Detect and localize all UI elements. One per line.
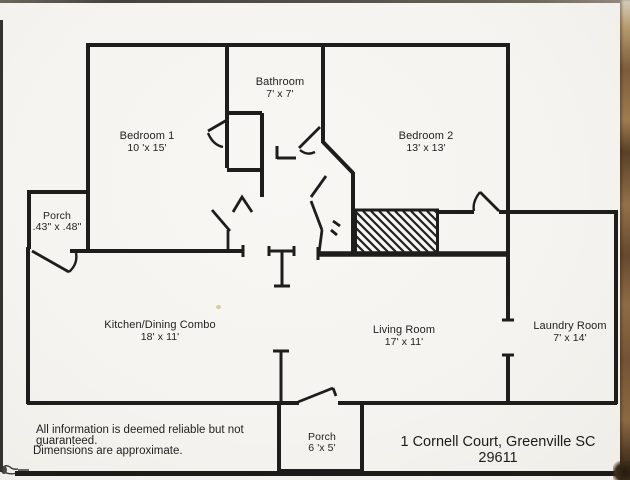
room-name: Living Room [372,324,436,336]
room-label-porch-bottom: Porch 6 'x 5' [282,432,362,454]
room-name: Bedroom 1 [119,130,175,142]
room-name: Laundry Room [533,320,607,332]
room-dims: 13' x 13' [406,141,446,154]
room-label-laundry: Laundry Room 7' x 14' [510,320,630,344]
disclaimer-text: All information is deemed reliable but n… [33,424,303,457]
room-name: Kitchen/Dining Combo [104,319,216,331]
scan-edge-right [620,0,630,480]
room-dims: .43" x .48" [32,221,82,233]
room-label-kitchen: Kitchen/Dining Combo 18' x 11' [80,319,240,343]
room-label-bathroom: Bathroom 7' x 7' [230,76,330,100]
room-label-bedroom2: Bedroom 2 13' x 13' [366,130,486,154]
scan-edge-top [0,0,630,3]
walls-layer [26,43,618,473]
scan-corner-blot [613,461,630,480]
scan-edge-left [0,20,3,472]
room-dims: 7' x 14' [553,331,587,344]
doors-layer [31,118,500,404]
scan-edge-bottom [15,471,622,476]
hatched-wall-area [354,208,439,256]
door-leaves [31,118,500,404]
room-name: Bedroom 2 [398,130,454,142]
disclaimer-line2: Dimensions are approximate. [33,445,183,457]
door-swing-arcs [68,132,481,273]
room-dims: 17' x 11' [384,335,424,348]
room-label-living: Living Room 17' x 11' [344,324,464,348]
room-name: Porch [43,210,71,222]
wall-caps-and-jambs [241,146,514,403]
room-label-porch-left: Porch .43" x .48" [17,211,97,233]
room-dims: 10 'x 15' [127,141,167,154]
room-name: Bathroom [255,76,305,88]
room-dims: 18' x 11' [140,330,180,343]
room-dims: 7' x 7' [266,87,294,100]
disclaimer-line1: All information is deemed reliable but n… [36,424,244,447]
room-label-bedroom1: Bedroom 1 10 'x 15' [87,130,207,154]
outer-walls [26,43,618,473]
address-text: 1 Cornell Court, Greenville SC 29611 [400,434,596,466]
room-name: Porch [308,431,336,443]
room-dims: 6 'x 5' [308,442,336,454]
paper-speck [216,305,221,309]
